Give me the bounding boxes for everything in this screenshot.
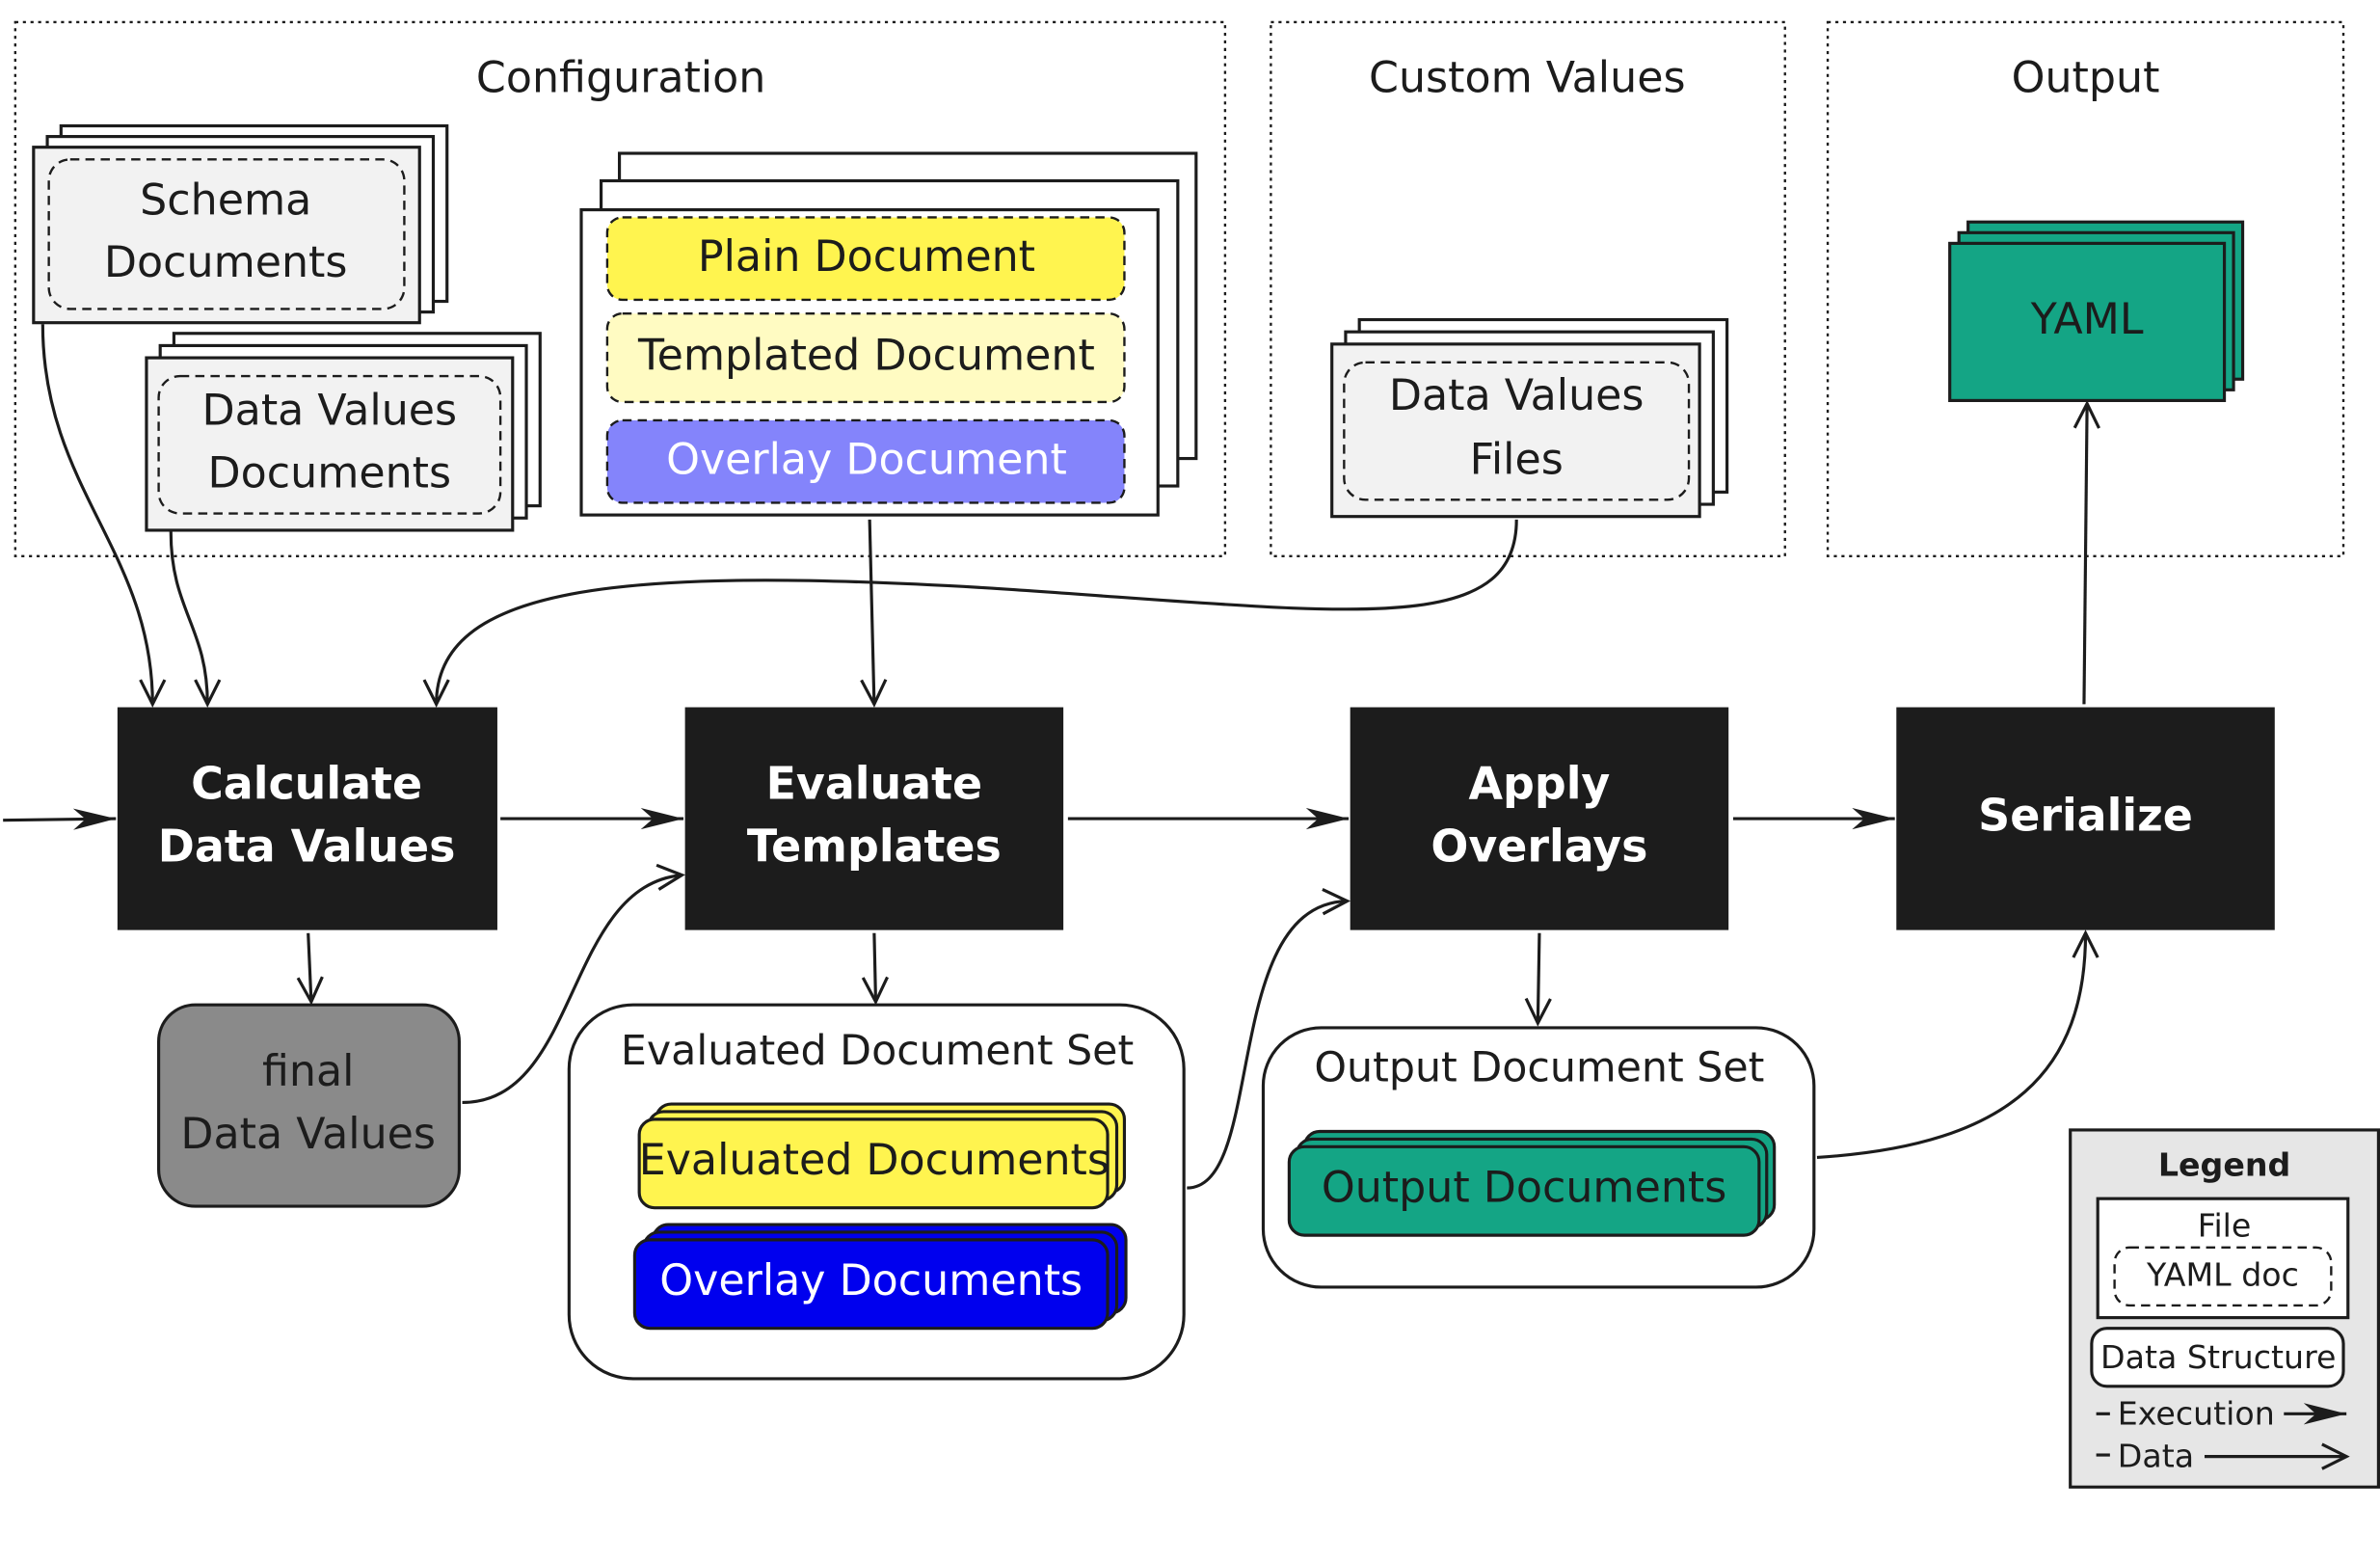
execution-arrow-entry [3, 808, 117, 830]
data-arrow-templates [869, 519, 874, 705]
apply-overlays-step: Apply Overlays [1350, 707, 1729, 930]
yaml-output-file: YAML [1948, 220, 2245, 402]
data-values-documents-line2: Documents [208, 449, 452, 498]
data-arrow-final-to-eval [462, 875, 682, 1105]
calculate-line2: Data Values [158, 820, 456, 872]
data-arrows [40, 324, 2087, 1190]
legend-execution-label: Execution [2118, 1394, 2275, 1432]
overlay-documents-label: Overlay Documents [659, 1256, 1083, 1305]
schema-documents-file: Schema Documents [32, 123, 449, 325]
data-arrow-serialize-to-yaml [2084, 404, 2087, 705]
legend-yaml-doc-sample [2113, 1246, 2333, 1307]
legend-data-label: Data [2118, 1438, 2194, 1475]
legend-data-structure-label: Data Structure [2100, 1338, 2336, 1376]
templated-document-label: Templated Document [637, 332, 1095, 381]
legend-file-label: File [2198, 1207, 2252, 1245]
data-arrow-calc-to-final [308, 932, 311, 1002]
output-document-set-title: Output Document Set [1314, 1043, 1764, 1091]
plain-document-label: Plain Document [698, 232, 1035, 282]
overlay-document [605, 418, 1126, 504]
data-values-files-file: Data Values Files [1330, 317, 1729, 519]
custom-values-section [1270, 20, 1786, 558]
apply-line1: Apply [1469, 757, 1611, 809]
data-arrow-eval-to-set [874, 932, 876, 1002]
configuration-title: Configuration [476, 54, 765, 103]
evaluate-line2: Templates [747, 820, 1002, 872]
data-arrow-output-set-to-serialize [1816, 933, 2086, 1160]
output-documents-label: Output Documents [1322, 1163, 1727, 1212]
output-documents: Output Documents [1287, 1129, 1777, 1237]
legend-data-structure-sample [2090, 1327, 2345, 1388]
data-arrow-data-values-docs [169, 531, 207, 705]
evaluated-document-set: Evaluated Document Set Evaluated Documen… [567, 1003, 1186, 1381]
calculate-line1: Calculate [191, 757, 422, 809]
evaluated-document-set-title: Evaluated Document Set [621, 1027, 1134, 1075]
final-data-values-structure: final Data Values [157, 1003, 461, 1208]
evaluated-documents: Evaluated Documents [637, 1102, 1127, 1210]
legend-title: Legend [2158, 1145, 2290, 1183]
data-values-files-line1: Data Values [1389, 371, 1645, 420]
data-values-files-line2: Files [1470, 435, 1564, 484]
apply-line2: Overlays [1431, 820, 1647, 872]
template-documents-file: Plain Document Templated Document Overla… [579, 151, 1198, 517]
final-data-values-line1: final [262, 1047, 354, 1096]
overlay-document-label: Overlay Document [666, 435, 1067, 484]
plain-document [605, 216, 1126, 302]
output-document-set: Output Document Set Output Documents [1261, 1026, 1816, 1289]
output-title: Output [2012, 54, 2160, 103]
yaml-output-label: YAML [2030, 295, 2144, 344]
data-values-documents-file: Data Values Documents [145, 332, 542, 532]
custom-values-title: Custom Values [1369, 54, 1686, 103]
execution-arrows [3, 807, 1895, 830]
final-data-values-line2: Data Values [180, 1110, 436, 1159]
data-arrow-custom-values [437, 519, 1518, 705]
legend-yaml-doc-label: YAML doc [2146, 1255, 2299, 1293]
data-arrow-apply-to-output-set [1538, 932, 1539, 1023]
evaluate-line1: Evaluate [766, 757, 983, 809]
serialize-step: Serialize [1896, 707, 2275, 930]
evaluate-templates-step: Evaluate Templates [684, 707, 1064, 930]
templated-document [605, 312, 1126, 404]
serialize-label: Serialize [1978, 790, 2193, 842]
calculate-data-values-step: Calculate Data Values [117, 707, 497, 930]
data-arrow-set-to-apply [1187, 902, 1347, 1190]
configuration-section [13, 20, 1227, 558]
schema-documents-line1: Schema [140, 175, 311, 225]
evaluated-documents-label: Evaluated Documents [639, 1136, 1110, 1185]
legend: Legend File YAML doc Data Structure Exec… [2069, 1128, 2380, 1489]
overlay-documents: Overlay Documents [632, 1223, 1128, 1331]
data-values-documents-line1: Data Values [202, 387, 458, 436]
data-arrow-schema [40, 324, 152, 704]
schema-documents-line2: Documents [104, 238, 348, 287]
